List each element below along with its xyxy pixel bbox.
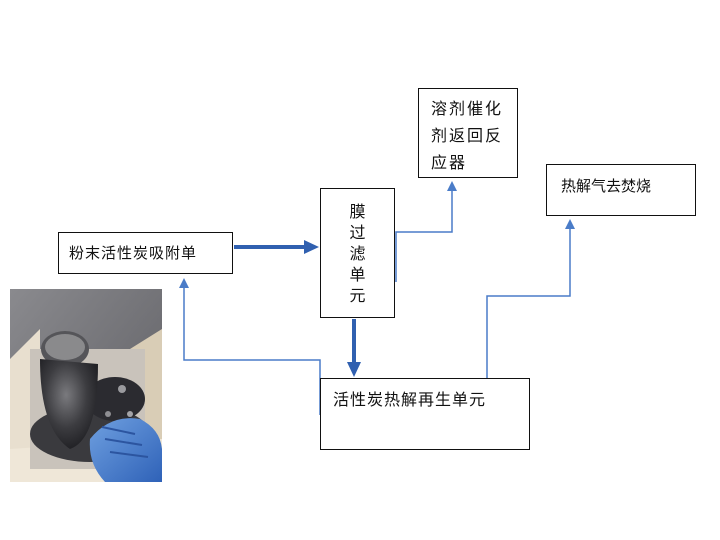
carbon-regeneration-unit-label: 活性炭热解再生单元 (333, 390, 487, 409)
adsorption-unit-box: 粉末活性炭吸附单 (58, 232, 233, 274)
arrow-regeneration-to-incineration (486, 219, 575, 378)
carbon-regeneration-unit-box: 活性炭热解再生单元 (320, 378, 530, 450)
catalyst-return-box: 溶剂催化剂返回反应器 (418, 88, 518, 178)
arrow-regeneration-to-adsorption (179, 278, 321, 415)
gas-incineration-box: 热解气去焚烧 (546, 164, 696, 216)
catalyst-return-label: 溶剂催化剂返回反应器 (431, 99, 504, 172)
activated-carbon-photo (10, 289, 162, 482)
arrow-membrane-to-regeneration (347, 319, 361, 377)
membrane-filtration-unit-label: 膜过滤单元 (349, 201, 366, 305)
adsorption-unit-label: 粉末活性炭吸附单 (69, 244, 198, 262)
arrow-membrane-to-catalyst (395, 181, 457, 282)
gas-incineration-label: 热解气去焚烧 (561, 177, 652, 195)
arrow-adsorption-to-membrane (234, 240, 319, 254)
membrane-filtration-unit-box: 膜过滤单元 (320, 188, 395, 318)
